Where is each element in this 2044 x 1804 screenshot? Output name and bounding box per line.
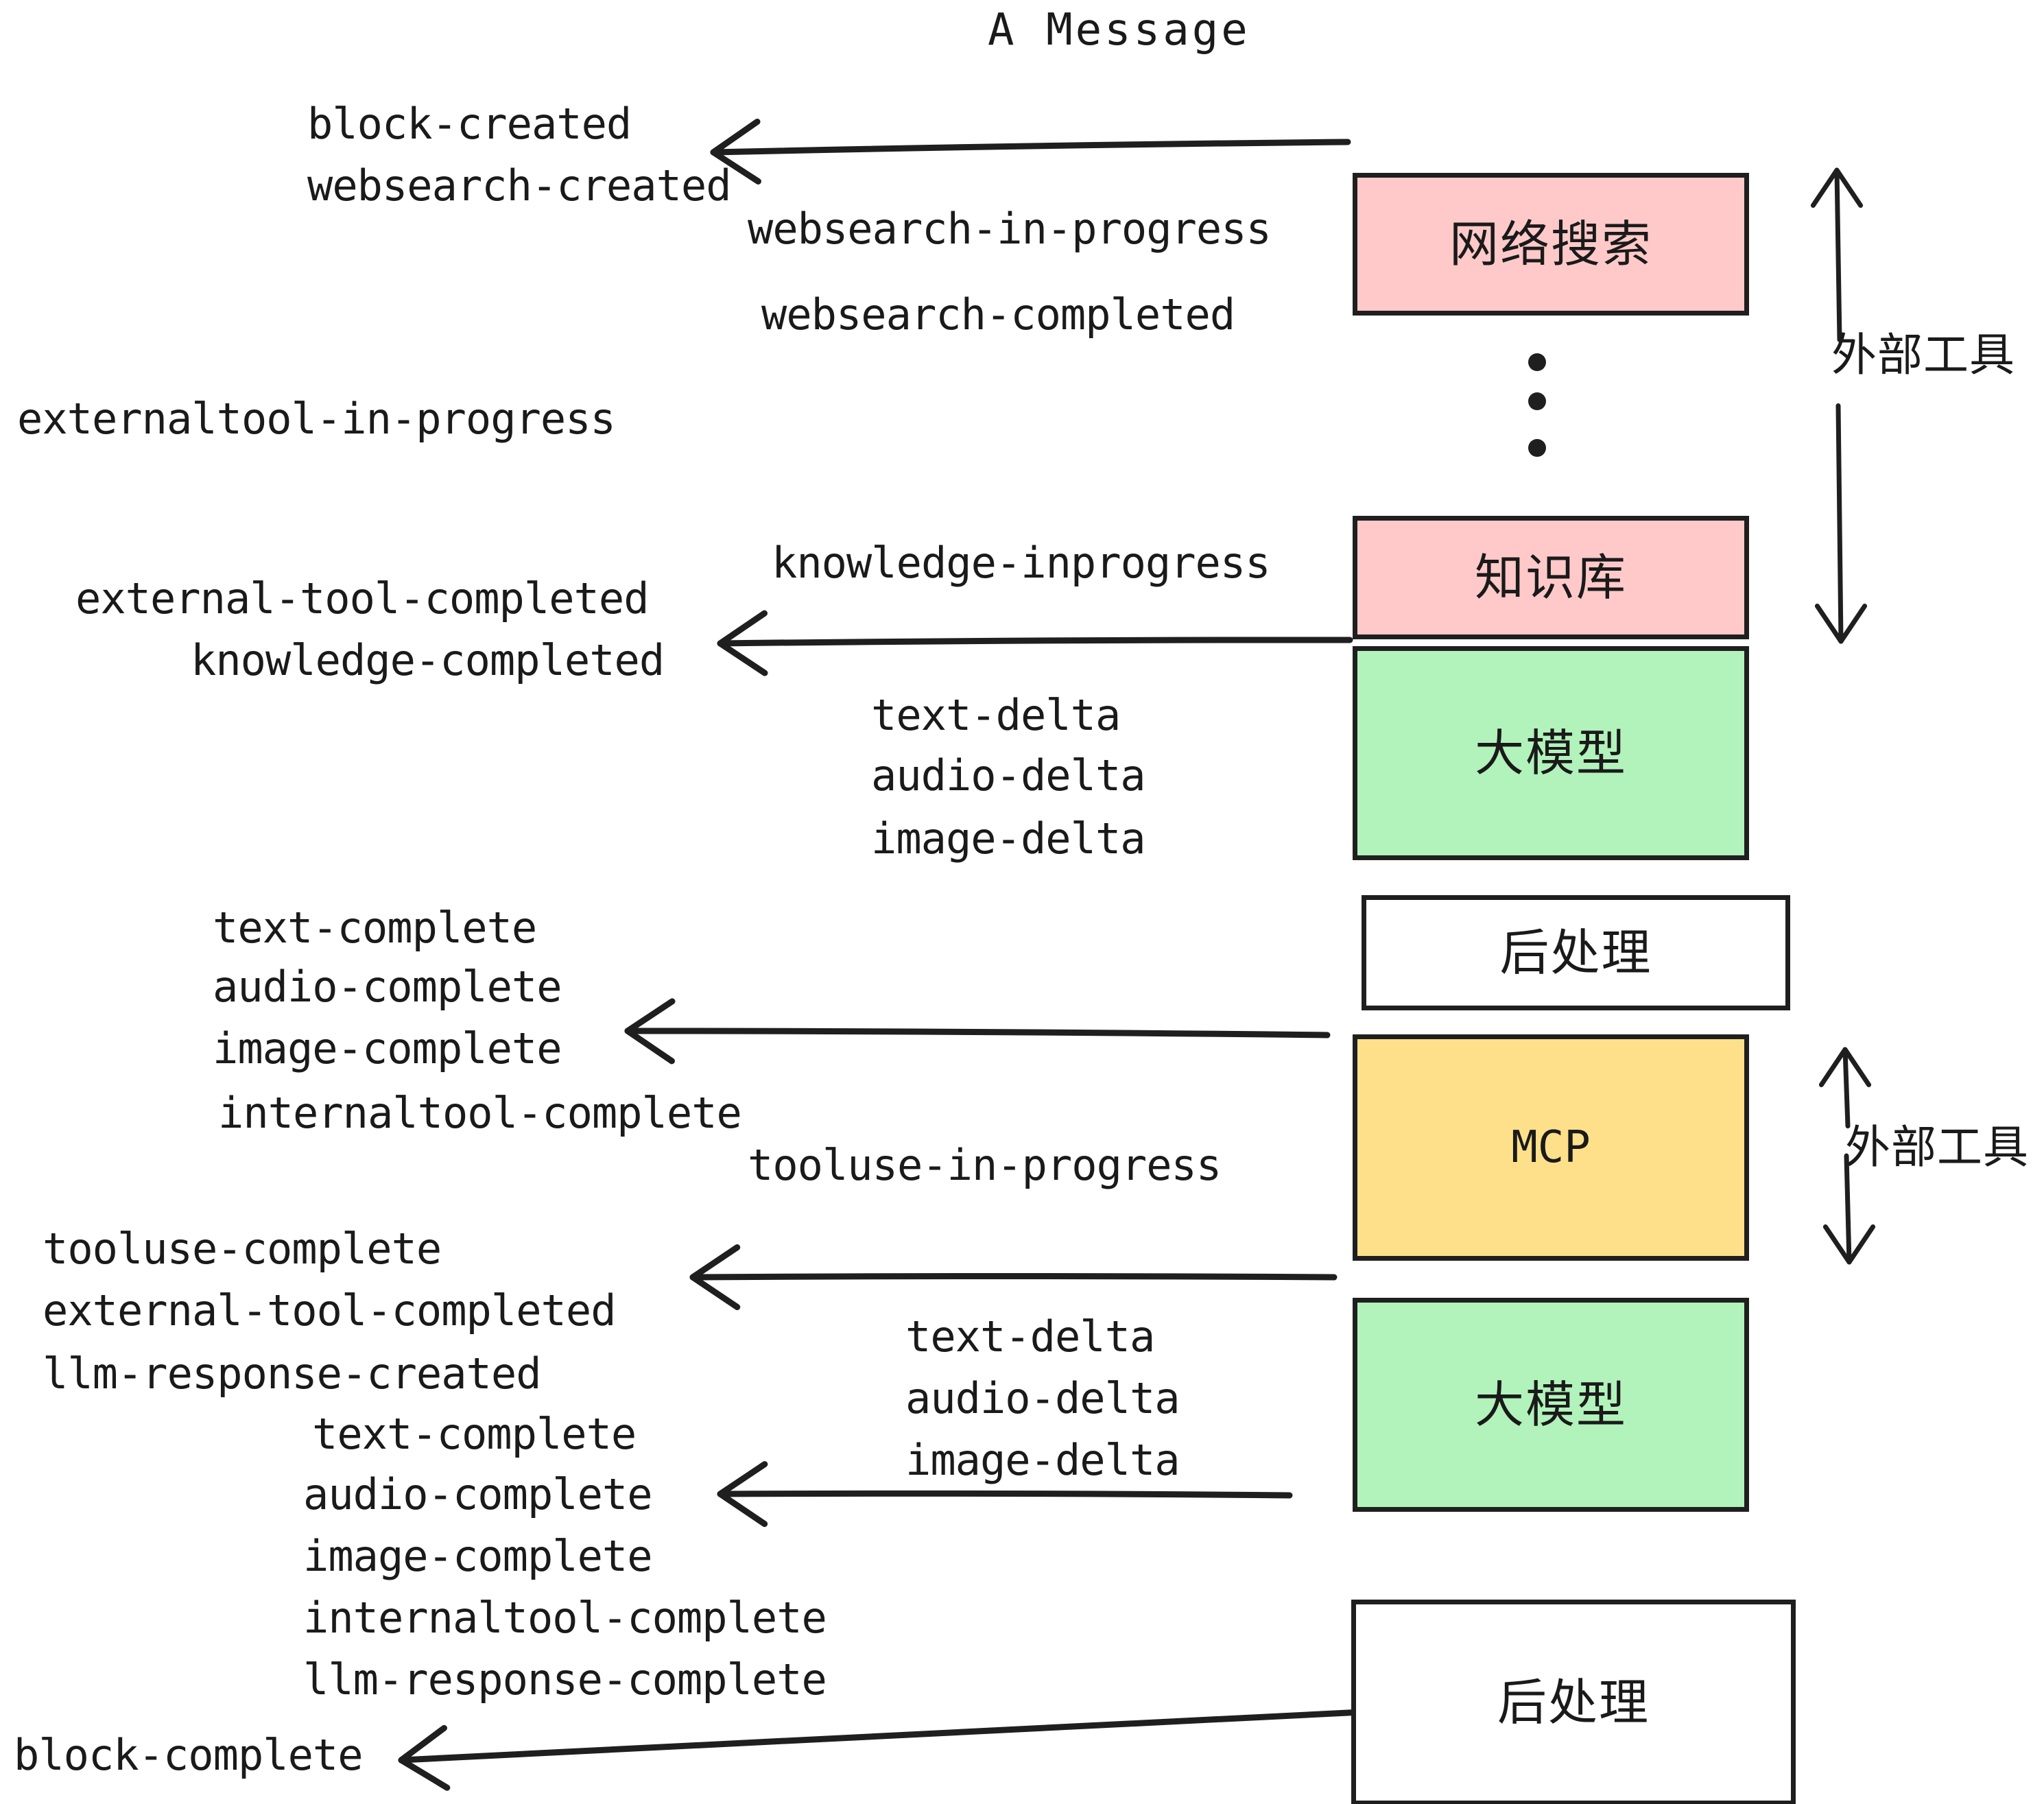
node-post-1[interactable]: 后处理 <box>1362 895 1790 1010</box>
event-label-text-delta-1: text-delta <box>871 690 1121 740</box>
arrow-block-complete <box>398 1709 1365 1791</box>
event-label-llm-response-created: llm-response-created <box>43 1349 542 1399</box>
arrow-image-complete <box>624 998 1331 1065</box>
event-label-audio-delta-1: audio-delta <box>871 750 1146 800</box>
ellipsis-dot <box>1528 439 1546 457</box>
node-label: 网络搜索 <box>1449 215 1652 273</box>
event-label-block-created: block-created <box>307 99 632 149</box>
event-label-knowledge-completed: knowledge-completed <box>191 635 665 685</box>
ellipsis-dot <box>1528 353 1546 371</box>
range-external-tools-top <box>1810 167 1868 644</box>
node-llm-1[interactable]: 大模型 <box>1353 646 1749 860</box>
node-label: 后处理 <box>1497 1674 1650 1731</box>
event-label-audio-delta-2: audio-delta <box>905 1373 1180 1423</box>
event-label-text-delta-2: text-delta <box>905 1312 1155 1362</box>
event-label-text-complete-2: text-complete <box>312 1409 637 1459</box>
event-label-tooluse-complete: tooluse-complete <box>43 1224 442 1274</box>
node-websearch[interactable]: 网络搜索 <box>1353 173 1749 316</box>
event-label-externaltool-in-progress: externaltool-in-progress <box>17 394 616 444</box>
event-label-websearch-completed: websearch-completed <box>761 289 1235 340</box>
event-label-block-complete: block-complete <box>14 1730 364 1780</box>
event-label-external-tool-completed-2: external-tool-completed <box>43 1285 617 1336</box>
node-llm-2[interactable]: 大模型 <box>1353 1298 1749 1512</box>
ellipsis-dot <box>1528 392 1546 410</box>
event-label-audio-complete-1: audio-complete <box>213 962 562 1012</box>
node-knowledge[interactable]: 知识库 <box>1353 516 1749 639</box>
node-label: 后处理 <box>1499 924 1652 982</box>
node-label: 知识库 <box>1474 549 1627 606</box>
node-mcp[interactable]: MCP <box>1353 1034 1749 1261</box>
event-label-audio-complete-2: audio-complete <box>303 1469 653 1519</box>
event-label-websearch-created: websearch-created <box>307 161 732 211</box>
event-label-llm-response-complete: llm-response-complete <box>303 1654 827 1705</box>
node-post-2[interactable]: 后处理 <box>1351 1600 1796 1804</box>
event-label-image-delta-2: image-delta <box>905 1435 1180 1485</box>
side-label-external-tools-bottom: 外部工具 <box>1845 1121 2029 1174</box>
arrow-external-tool-2 <box>689 1244 1338 1310</box>
event-label-knowledge-inprogress: knowledge-inprogress <box>772 538 1271 588</box>
arrow-knowledge-completed <box>717 610 1353 676</box>
page-title: A Message <box>988 5 1250 56</box>
node-label: MCP <box>1511 1122 1591 1173</box>
event-label-tooluse-in-progress: tooluse-in-progress <box>748 1140 1222 1190</box>
arrow-block-created <box>710 118 1351 185</box>
node-label: 大模型 <box>1474 724 1627 782</box>
event-label-internaltool-complete-2: internaltool-complete <box>303 1593 827 1643</box>
event-label-internaltool-complete-1: internaltool-complete <box>218 1088 742 1138</box>
side-label-external-tools-top: 外部工具 <box>1831 329 2015 381</box>
event-label-image-complete-1: image-complete <box>213 1023 562 1073</box>
event-label-external-tool-completed-1: external-tool-completed <box>75 573 650 624</box>
event-label-text-complete-1: text-complete <box>213 903 537 953</box>
event-label-image-delta-1: image-delta <box>871 814 1146 864</box>
event-label-websearch-in-progress: websearch-in-progress <box>748 204 1272 254</box>
event-label-image-complete-2: image-complete <box>303 1531 653 1581</box>
node-label: 大模型 <box>1474 1376 1627 1434</box>
